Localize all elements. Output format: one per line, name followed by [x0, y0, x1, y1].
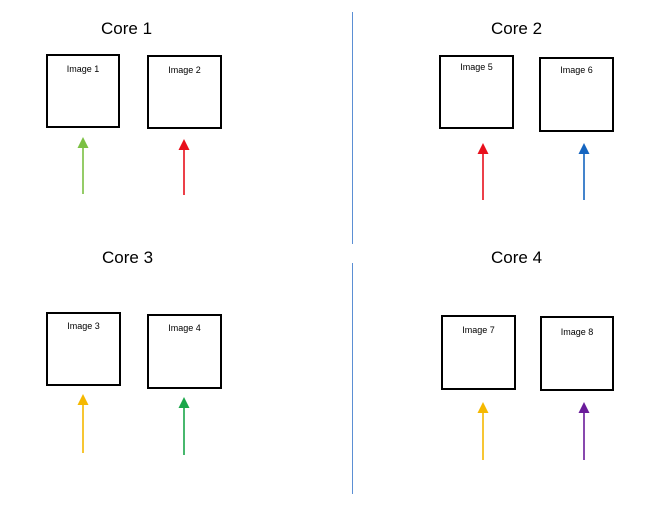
core-4-title: Core 4 [491, 248, 543, 267]
arrow-image-8 [578, 402, 590, 460]
image-box: Image 4 [147, 314, 222, 389]
image-label: Image 6 [560, 65, 593, 75]
image-box: Image 3 [46, 312, 121, 386]
arrow-image-1 [77, 137, 89, 194]
image-box: Image 2 [147, 55, 222, 129]
image-label: Image 8 [560, 327, 594, 337]
image-box: Image 7 [441, 315, 516, 390]
image-box: Image 5 [439, 55, 514, 129]
divider-bottom [352, 263, 353, 494]
core-2-title: Core 2 [491, 19, 543, 38]
arrow-image-2 [178, 139, 190, 195]
image-label: Image 2 [168, 65, 201, 75]
image-label: Image 7 [462, 325, 495, 335]
image-label: Image 5 [460, 62, 493, 72]
arrow-image-7 [477, 402, 489, 460]
arrow-image-5 [477, 143, 489, 200]
image-box: Image 6 [539, 57, 614, 132]
arrow-image-3 [77, 394, 89, 453]
arrow-image-4 [178, 397, 190, 455]
image-label: Image 3 [67, 321, 100, 331]
divider-top [352, 12, 353, 244]
arrow-image-6 [578, 143, 590, 200]
image-box: Image 8 [540, 316, 614, 391]
core-3-title: Core 3 [102, 248, 154, 267]
image-label: Image 4 [168, 323, 201, 333]
image-box: Image 1 [46, 54, 120, 128]
image-label: Image 1 [66, 64, 100, 74]
core-1-title: Core 1 [101, 19, 153, 38]
